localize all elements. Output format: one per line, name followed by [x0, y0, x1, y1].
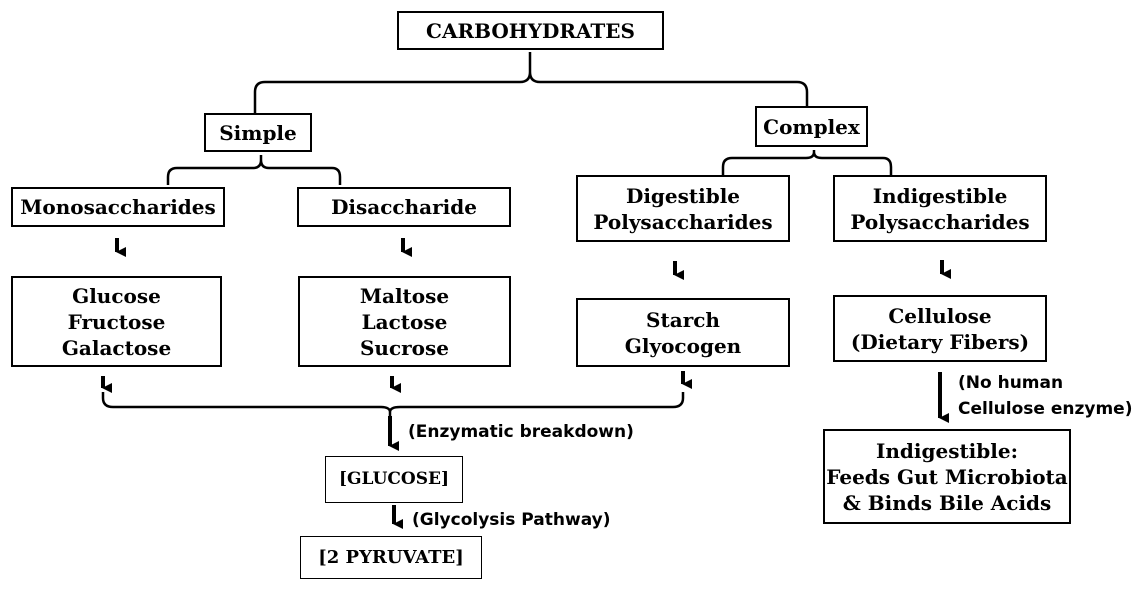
- disaccharide-examples-box: Maltose Lactose Sucrose: [298, 276, 511, 367]
- outcome-line1: Indigestible:: [876, 438, 1018, 463]
- example-fructose: Fructose: [67, 309, 166, 334]
- digestible-label-line2: Polysaccharides: [593, 209, 773, 234]
- digestible-label-line1: Digestible: [625, 183, 741, 208]
- monosaccharides-label: Monosaccharides: [20, 195, 216, 219]
- complex-box: Complex: [755, 106, 868, 147]
- digestible-examples-box: Starch Glyocogen: [576, 298, 790, 367]
- pyruvate-label: [2 PYRUVATE]: [318, 546, 464, 568]
- root-label: CARBOHYDRATES: [426, 18, 635, 43]
- example-dietary-fibers: (Dietary Fibers): [850, 329, 1030, 354]
- indigestible-outcome-box: Indigestible: Feeds Gut Microbiota & Bin…: [823, 429, 1071, 524]
- example-lactose: Lactose: [361, 309, 448, 334]
- digestible-polysaccharides-box: Digestible Polysaccharides: [576, 175, 790, 242]
- example-glucose: Glucose: [72, 283, 161, 308]
- root-box: CARBOHYDRATES: [397, 11, 664, 50]
- example-cellulose: Cellulose: [888, 303, 992, 328]
- no-enzyme-note-line2: Cellulose enzyme): [958, 399, 1133, 419]
- example-galactose: Galactose: [61, 335, 172, 360]
- simple-box: Simple: [204, 113, 312, 152]
- monosaccharides-box: Monosaccharides: [11, 187, 225, 227]
- disaccharide-box: Disaccharide: [297, 187, 511, 227]
- example-starch: Starch: [646, 307, 720, 332]
- complex-brace: [721, 150, 893, 175]
- glycolysis-pathway-label: (Glycolysis Pathway): [412, 510, 611, 530]
- example-sucrose: Sucrose: [359, 335, 450, 360]
- outcome-line2: Feeds Gut Microbiota: [826, 464, 1068, 489]
- merge-brace: [101, 392, 685, 417]
- example-maltose: Maltose: [359, 283, 450, 308]
- root-brace: [253, 52, 809, 113]
- simple-brace: [166, 155, 342, 185]
- outcome-line3: & Binds Bile Acids: [842, 490, 1052, 515]
- glucose-label: [GLUCOSE]: [338, 469, 450, 490]
- no-enzyme-note: (No human Cellulose enzyme): [958, 370, 1132, 422]
- example-glyocogen: Glyocogen: [624, 333, 742, 358]
- pyruvate-box: [2 PYRUVATE]: [300, 536, 482, 579]
- enzymatic-breakdown-label: (Enzymatic breakdown): [408, 422, 634, 442]
- no-enzyme-note-line1: (No human: [958, 373, 1064, 393]
- indigestible-examples-box: Cellulose (Dietary Fibers): [833, 295, 1047, 362]
- complex-label: Complex: [763, 114, 860, 139]
- glucose-box: [GLUCOSE]: [325, 456, 463, 503]
- simple-label: Simple: [219, 120, 297, 145]
- disaccharide-label: Disaccharide: [331, 195, 477, 219]
- indigestible-label-line1: Indigestible: [872, 183, 1008, 208]
- indigestible-label-line2: Polysaccharides: [850, 209, 1030, 234]
- indigestible-polysaccharides-box: Indigestible Polysaccharides: [833, 175, 1047, 242]
- monosaccharide-examples-box: Glucose Fructose Galactose: [11, 276, 222, 367]
